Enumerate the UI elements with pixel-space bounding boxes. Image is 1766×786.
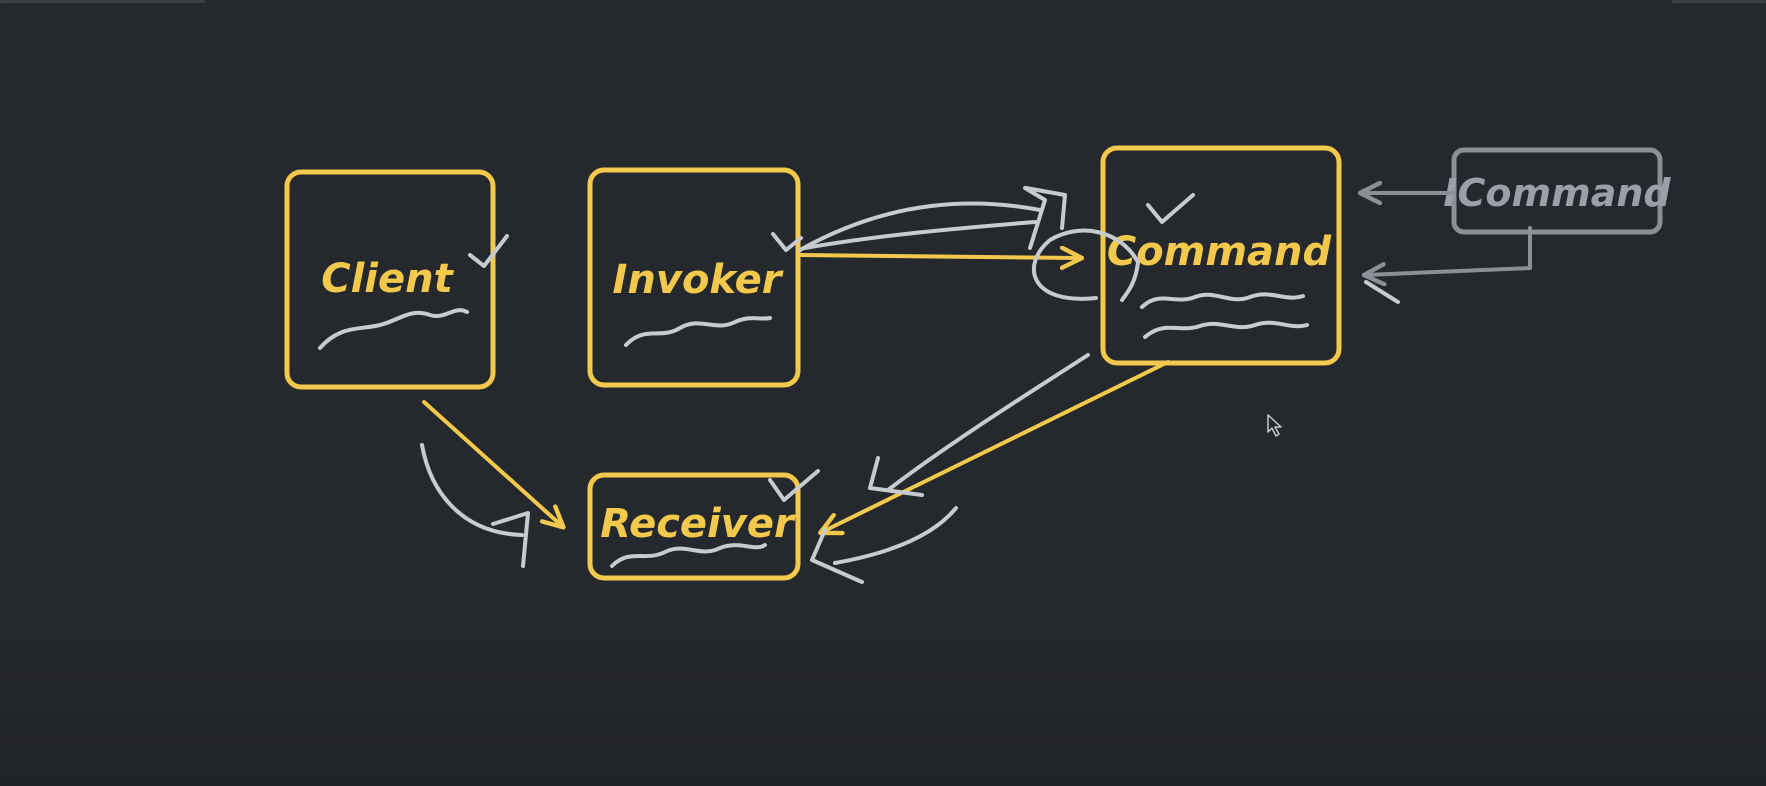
annotation-icommand-arrow-tail (1364, 280, 1400, 304)
annotation-invoker-command-curve-2 (803, 220, 1037, 250)
annotation-client-receiver-curve (420, 443, 524, 537)
client-box (284, 169, 496, 390)
arrow-client-to-receiver (422, 400, 562, 526)
arrow-icommand-to-command-bottom (1366, 226, 1532, 275)
annotation-arrowhead-scribble-2 (1024, 186, 1067, 230)
client-label: Client (321, 256, 454, 302)
icommand-label: ICommand (1443, 171, 1671, 215)
receiver-box (587, 472, 801, 581)
invoker-underline-scribble (624, 316, 772, 347)
receiver-underline-scribble (610, 543, 767, 568)
command-underline-scribble-2 (1143, 320, 1309, 339)
arrow-invoker-to-command (798, 255, 1080, 258)
annotation-client-arrowhead (491, 511, 530, 568)
client-underline-scribble (318, 308, 469, 350)
command-label: Command (1107, 229, 1332, 275)
command-checkmark-icon (1146, 193, 1195, 224)
arrow-command-to-receiver (822, 360, 1170, 532)
invoker-node[interactable]: Invoker (587, 167, 803, 388)
annotation-arrowhead-scribble-1 (1023, 186, 1047, 250)
icommand-box (1451, 147, 1663, 235)
receiver-checkmark-icon (768, 469, 820, 502)
receiver-node[interactable]: Receiver (587, 469, 820, 581)
annotation-receiver-curve (833, 506, 958, 565)
invoker-box (587, 167, 801, 388)
command-box (1100, 145, 1342, 366)
command-node[interactable]: Command (1100, 145, 1342, 366)
annotation-command-loop (1032, 228, 1140, 302)
mouse-pointer-icon (1267, 414, 1282, 437)
icommand-node[interactable]: ICommand (1443, 147, 1671, 235)
invoker-checkmark-icon (771, 232, 803, 252)
top-progress-right (1672, 0, 1766, 3)
client-checkmark-icon (468, 234, 509, 268)
command-underline-scribble-1 (1140, 292, 1305, 309)
top-progress-left (0, 0, 205, 3)
invoker-label: Invoker (613, 257, 784, 303)
annotation-invoker-command-curve-1 (798, 201, 1042, 252)
client-node[interactable]: Client (284, 169, 509, 390)
annotation-receiver-arrowhead-1 (868, 456, 924, 497)
annotation-receiver-arrowhead-2 (810, 528, 864, 584)
annotation-command-receiver-stroke (886, 353, 1090, 492)
receiver-label: Receiver (600, 501, 796, 547)
